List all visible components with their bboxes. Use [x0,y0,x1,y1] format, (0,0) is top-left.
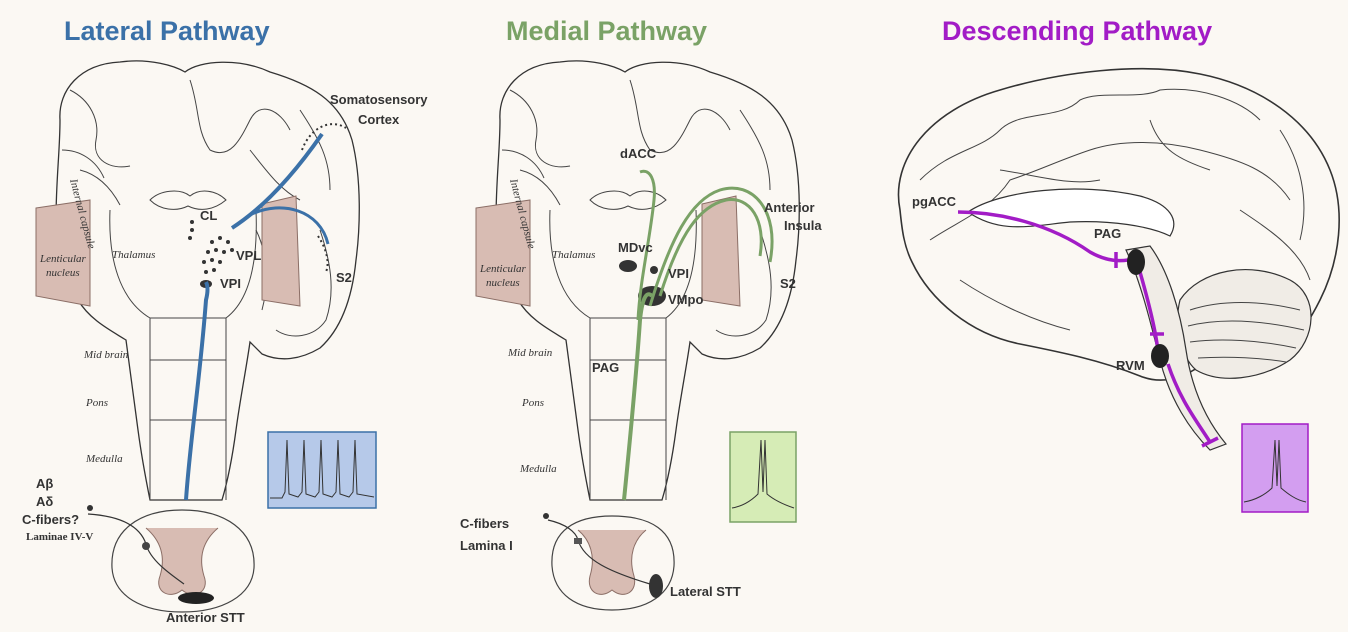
descending-rvm-nucleus [1151,344,1169,368]
lateral-cl-label: CL [200,208,217,223]
descending-spike-trace [1242,424,1308,512]
lateral-laminae-label: Laminae IV-V [26,531,93,543]
medial-vpi-label: VPI [668,266,689,281]
lateral-pons-label: Pons [85,397,108,409]
descending-pag-label: PAG [1094,226,1121,241]
medial-vmpo-label: VMpo [668,292,703,307]
descending-pag-nucleus [1127,249,1145,275]
lateral-spinothalamic-tract [186,282,208,500]
medial-thalamus-label: Thalamus [552,249,595,261]
medial-pathway-panel: Medial Pathway dACC Anterior Insula S2 M… [460,16,822,610]
medial-dacc-label: dACC [620,146,657,161]
lateral-vpi-label: VPI [220,276,241,291]
lateral-spinal-cord [87,505,254,612]
lateral-thalamus-label: Thalamus [112,249,155,261]
descending-rvm-label: RVM [1116,358,1145,373]
descending-pathway-panel: Descending Pathway pgACC PAG RVM [898,16,1339,512]
lateral-title: Lateral Pathway [64,16,270,46]
lateral-fiber-c: C-fibers? [22,512,79,527]
lateral-spike-trace [268,432,376,508]
medial-pag-label: PAG [592,360,619,375]
lateral-insula-shade [262,196,300,306]
descending-pgacc-label: pgACC [912,194,957,209]
medial-lenticular-label: Lenticular [479,263,527,275]
medial-mdvc-nucleus [619,260,637,272]
medial-title: Medial Pathway [506,16,707,46]
medial-tract-label: Lateral STT [670,584,741,599]
descending-title: Descending Pathway [942,16,1212,46]
medial-spinothalamic-tract [624,294,652,500]
lateral-somatosensory-label: Somatosensory [330,92,428,107]
lateral-pathway-panel: Lateral Pathway Somatosensory Cortex S2 [22,16,428,625]
medial-medulla-label: Medulla [519,463,557,475]
medial-mdvc-label: MDvc [618,240,653,255]
medial-spinal-cord [543,513,674,610]
medial-vpi-nucleus [650,266,658,274]
lateral-tract-label: Anterior STT [166,610,245,625]
lateral-midbrain-label: Mid brain [83,349,129,361]
medial-nucleus-label: nucleus [486,277,520,289]
medial-insula-shade [702,196,740,306]
lateral-vpl-label: VPL [236,248,261,263]
lateral-medulla-label: Medulla [85,453,123,465]
medial-spike-trace [730,432,796,522]
medial-pons-label: Pons [521,397,544,409]
medial-fiber-c: C-fibers [460,516,509,531]
medial-s2-label: S2 [780,276,796,291]
lateral-fiber-ab: Aβ [36,476,53,491]
lateral-cortex-label: Cortex [358,112,400,127]
lateral-lenticular-label: Lenticular [39,253,87,265]
lateral-nucleus-label: nucleus [46,267,80,279]
medial-midbrain-label: Mid brain [507,347,553,359]
lateral-s2-label: S2 [336,270,352,285]
medial-anterior-label: Anterior [764,200,815,215]
medial-lamina-label: Lamina I [460,538,513,553]
medial-insula-label: Insula [784,218,822,233]
lateral-fiber-ad: Aδ [36,494,53,509]
lateral-ventricle [150,191,226,209]
lateral-cortex-dots [302,124,346,150]
